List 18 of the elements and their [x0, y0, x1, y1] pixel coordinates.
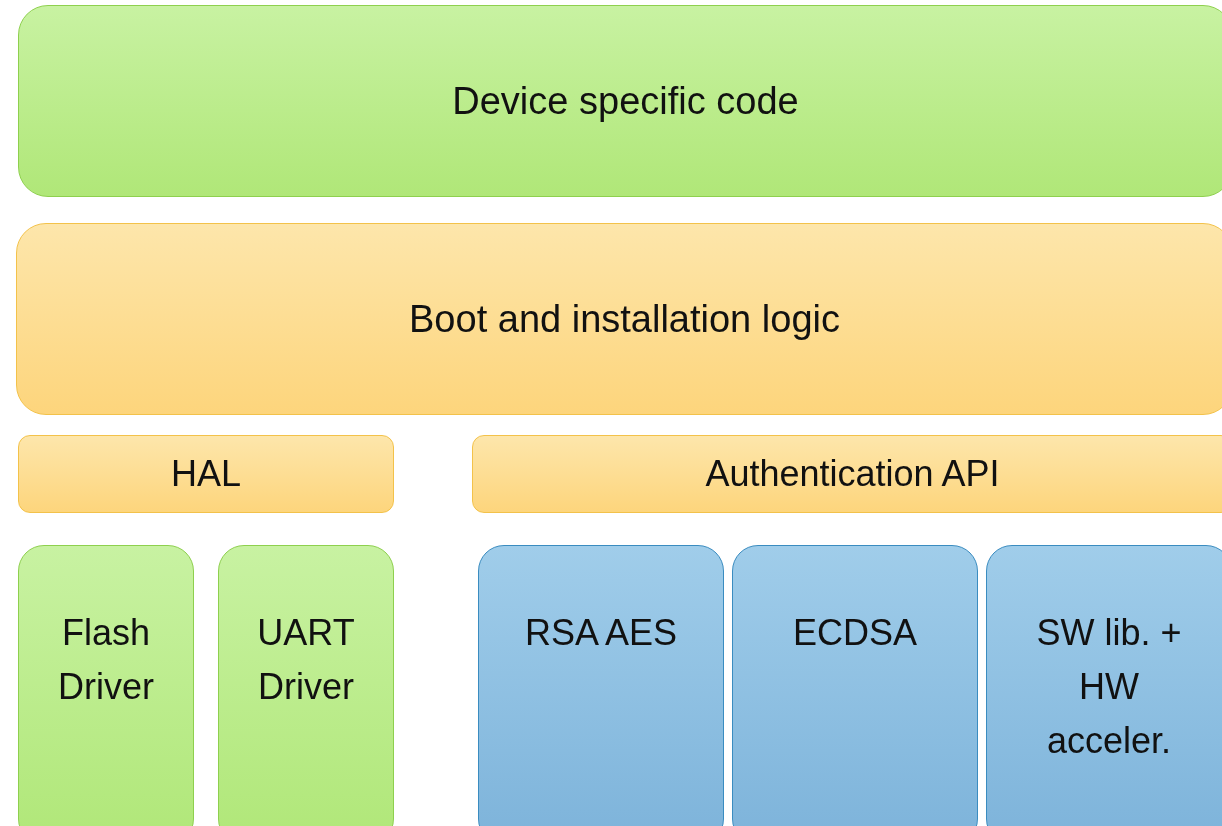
layer-label: ECDSA	[793, 611, 917, 655]
layer-label: UART Driver	[256, 611, 356, 709]
layer-box	[18, 5, 1222, 197]
driver-box	[18, 545, 194, 826]
crypto-box	[732, 545, 978, 826]
layer-label: Flash Driver	[57, 611, 155, 709]
layer-label: Authentication API	[705, 452, 1000, 496]
driver-box	[218, 545, 394, 826]
layer-label: Device specific code	[452, 78, 799, 124]
crypto-box	[478, 545, 724, 826]
layer-label: HAL	[171, 452, 241, 496]
layer-box	[18, 435, 394, 513]
layer-box	[16, 223, 1222, 415]
layer-label: SW lib. + HW acceler.	[1035, 611, 1183, 763]
layer-label: Boot and installation logic	[409, 296, 840, 342]
layer-box	[472, 435, 1222, 513]
layer-label: RSA AES	[524, 611, 678, 655]
crypto-box	[986, 545, 1222, 826]
